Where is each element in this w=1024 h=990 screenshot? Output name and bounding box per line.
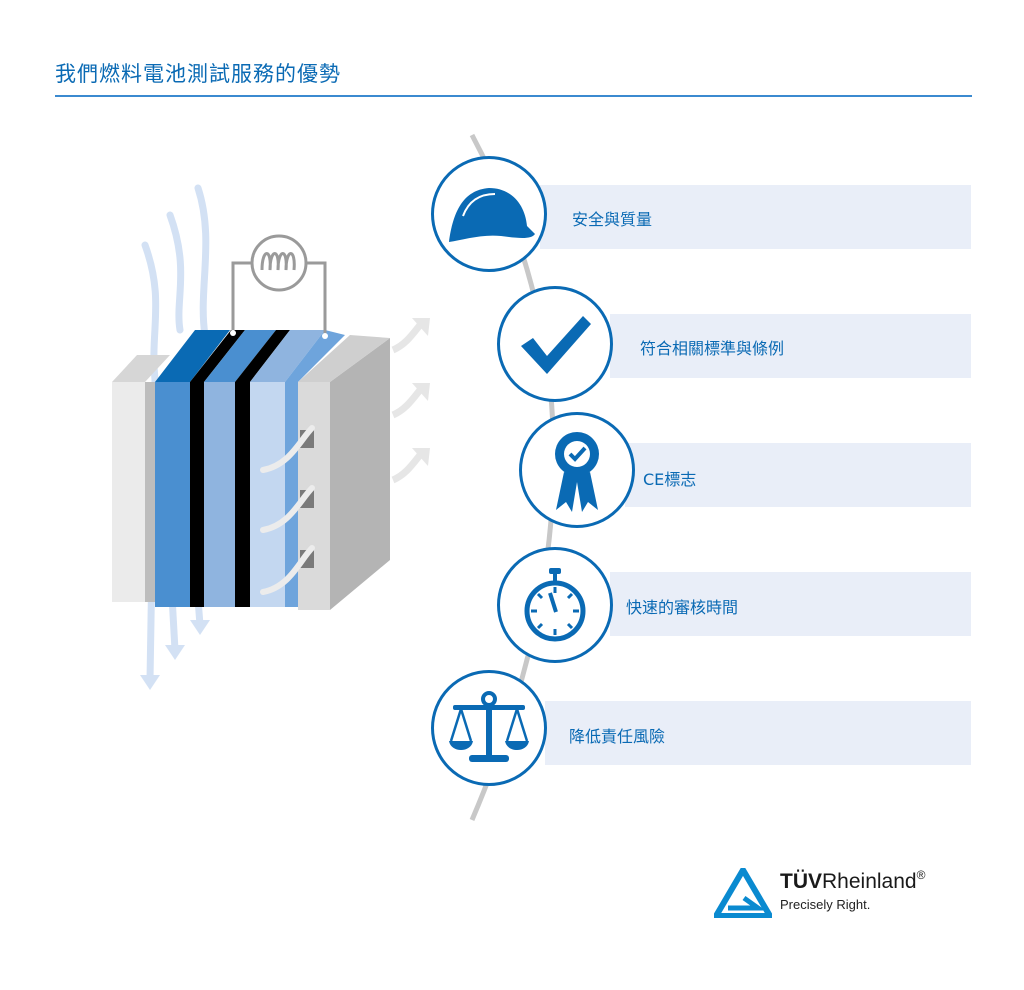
- logo-brand-rest: Rheinland: [822, 870, 917, 893]
- scales-icon: [449, 691, 529, 762]
- benefit-banner-safety: [540, 185, 971, 249]
- page-title: 我們燃料電池測試服務的優勢: [55, 62, 341, 86]
- logo-tagline: Precisely Right.: [780, 897, 871, 912]
- stopwatch-icon: [524, 568, 586, 642]
- exhaust-arrows: [391, 322, 423, 484]
- tuv-triangle-logo-icon: [714, 868, 772, 918]
- outlet-arrowheads: [140, 620, 210, 690]
- fuel-cell-illustration: [112, 184, 430, 690]
- benefit-banner-compliance: [610, 314, 971, 378]
- benefit-badge-safety: [431, 156, 547, 272]
- benefit-label: 符合相關標準與條例: [640, 339, 785, 358]
- hard-hat-icon: [449, 188, 535, 242]
- benefit-banner-ce-mark: [625, 443, 971, 507]
- benefit-label: CE標志: [643, 470, 697, 489]
- load-lamp: [231, 234, 327, 337]
- benefit-label: 降低責任風險: [569, 727, 666, 746]
- benefit-badge-ce-mark: [519, 412, 635, 528]
- logo-brand: TÜVRheinland®: [780, 868, 926, 894]
- benefit-badge-compliance: [497, 286, 613, 402]
- benefit-label: 快速的審核時間: [626, 598, 739, 617]
- award-ribbon-icon: [555, 432, 599, 512]
- checkmark-icon: [521, 316, 591, 374]
- benefit-banner-liability: [545, 701, 971, 765]
- registered-mark: ®: [916, 868, 926, 882]
- title-underline: [55, 95, 972, 97]
- logo-brand-bold: TÜV: [780, 870, 822, 893]
- benefit-banner-fast-review: [610, 572, 971, 636]
- benefit-label: 安全與質量: [572, 210, 653, 229]
- tuv-logo: TÜVRheinland® Precisely Right.: [780, 868, 926, 912]
- benefit-badge-liability: [431, 670, 547, 786]
- benefit-badge-fast-review: [497, 547, 613, 663]
